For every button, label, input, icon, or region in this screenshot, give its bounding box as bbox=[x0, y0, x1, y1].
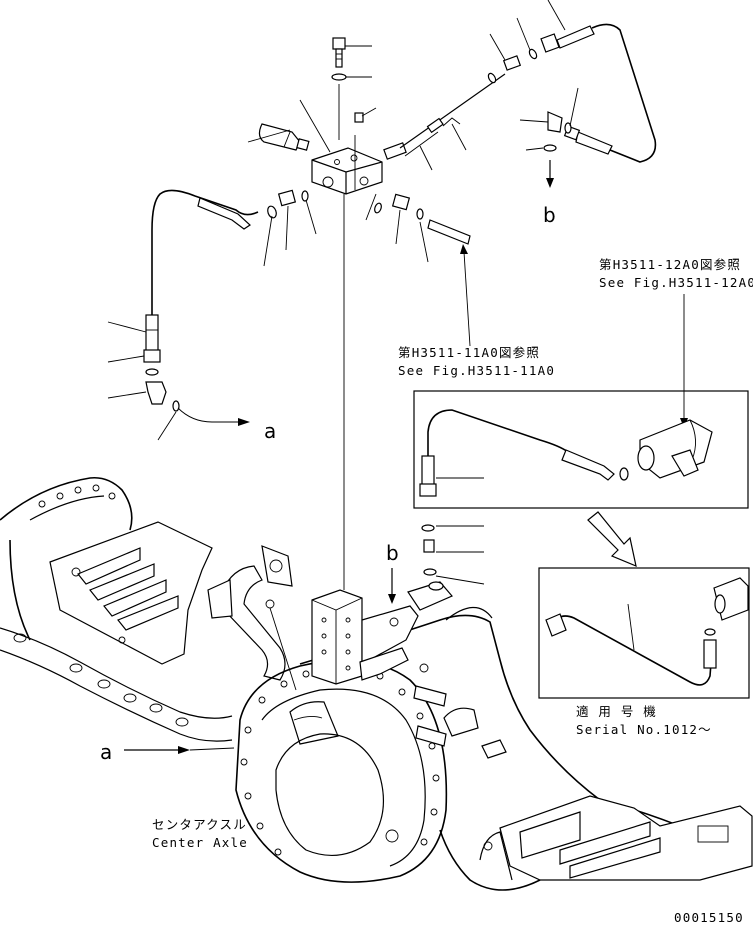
center-axle bbox=[0, 476, 753, 891]
inset-box-12a0 bbox=[413, 294, 749, 509]
top-right-pipe bbox=[487, 0, 657, 188]
axle-en: Center Axle bbox=[152, 835, 248, 850]
ref-11a0-jp: 第H3511-11A0図参照 bbox=[398, 345, 540, 360]
marker-b-lower: b bbox=[386, 541, 399, 565]
serial-en: Serial No.1012～ bbox=[576, 722, 712, 737]
axle-jp: センタアクスル bbox=[152, 817, 247, 832]
wheel-flange-bolts bbox=[240, 664, 440, 856]
bracket-holes bbox=[321, 617, 351, 671]
lower-flange-ovals bbox=[13, 633, 189, 727]
ref-11a0-en: See Fig.H3511-11A0 bbox=[398, 363, 555, 378]
top-bolt bbox=[331, 37, 372, 140]
manifold-block bbox=[311, 135, 383, 590]
marker-b-upper: b bbox=[543, 203, 556, 227]
marker-a-lower: a bbox=[100, 740, 112, 764]
left-flange-bolts bbox=[38, 484, 116, 508]
left-hose bbox=[107, 189, 317, 441]
inset-leaders bbox=[421, 507, 518, 585]
ref-12a0-en: See Fig.H3511-12A0 bbox=[599, 275, 753, 290]
serial-jp: 適 用 号 機 bbox=[576, 704, 657, 719]
lower-b-arrow bbox=[388, 568, 396, 604]
lower-a-arrow bbox=[124, 746, 235, 754]
ref-12a0-jp: 第H3511-12A0図参照 bbox=[599, 257, 741, 272]
plug bbox=[354, 107, 377, 123]
marker-a-upper: a bbox=[264, 419, 276, 443]
hollow-arrow bbox=[587, 511, 637, 567]
inset-box-serial bbox=[538, 567, 750, 699]
drawing-number: 00015150 bbox=[674, 910, 744, 925]
ref-11a0-fitting bbox=[365, 193, 471, 347]
pressure-switch bbox=[247, 99, 331, 153]
upper-right-fitting bbox=[383, 73, 506, 171]
